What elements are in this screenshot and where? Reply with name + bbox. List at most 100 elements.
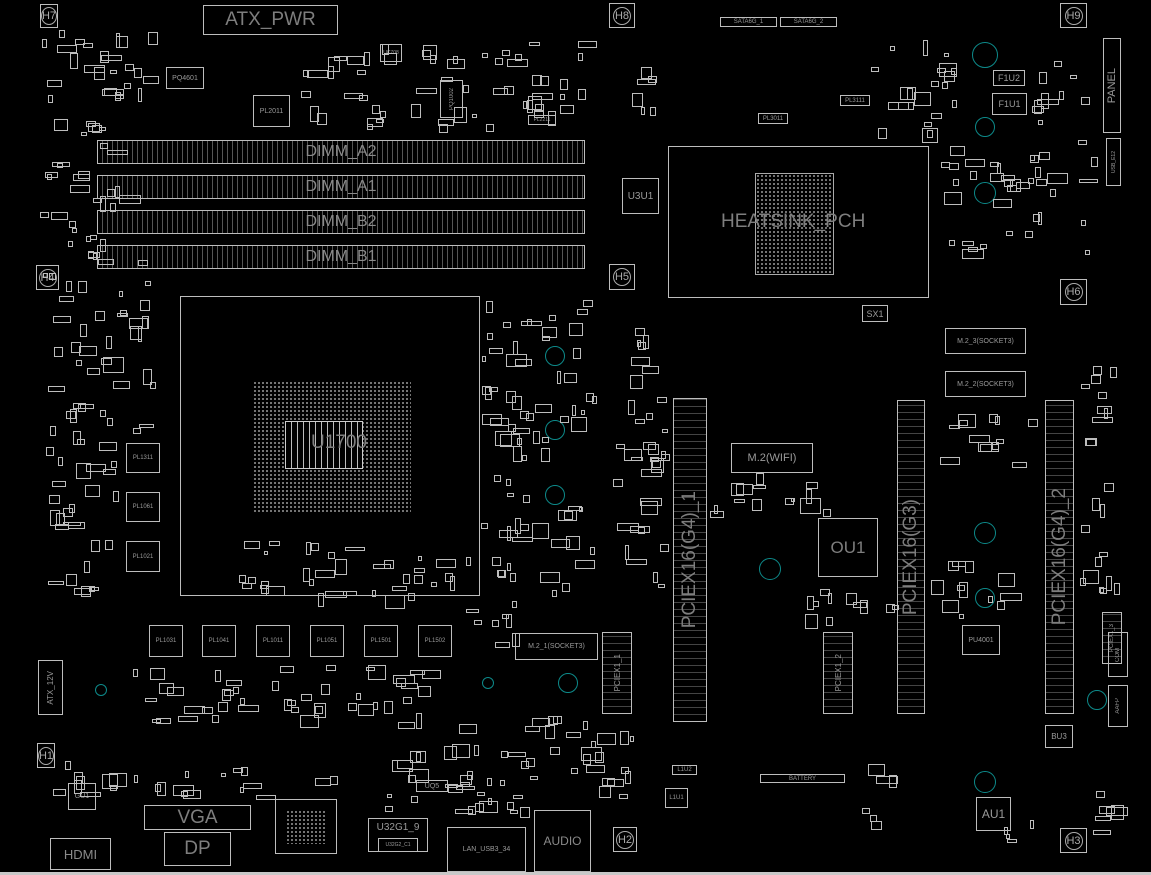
dimm-slot-b1[interactable]: DIMM_B1 [97, 245, 585, 269]
pl1041-choke[interactable]: PL1041 [202, 625, 236, 657]
pl2011-choke[interactable]: PL2011 [253, 95, 290, 127]
smd-part [1080, 525, 1090, 534]
au1-audio-codec[interactable]: AU1 [976, 797, 1011, 831]
pciex1-2-slot[interactable]: PCIEX1_2 [823, 632, 853, 714]
smd-part [938, 62, 958, 77]
smd-part [541, 436, 549, 444]
l1u1-chip[interactable]: L1U1 [665, 788, 688, 808]
smd-part [80, 791, 102, 797]
smd-part [548, 314, 557, 322]
smd-part [166, 687, 185, 696]
mounting-hole-h1[interactable]: H1 [37, 743, 55, 768]
smd-part [907, 87, 913, 101]
usb-stack-connector[interactable] [275, 799, 337, 854]
pl1011-choke[interactable]: PL1011 [256, 625, 290, 657]
pl3111-label: PL3111 [845, 97, 865, 104]
sata6g-2-connector[interactable]: SATA6G_2 [780, 17, 837, 27]
sx1-crystal[interactable]: SX1 [862, 305, 888, 322]
com-header[interactable]: COM [1108, 632, 1128, 677]
smd-part [649, 456, 659, 462]
pq1002-mosfet[interactable]: PQ1002 [440, 80, 463, 118]
lan-usb-connector[interactable]: LAN_USB3_34 [447, 827, 526, 872]
smd-part [452, 744, 470, 759]
pl1031-choke[interactable]: PL1031 [149, 625, 183, 657]
smd-part [314, 777, 332, 786]
pciex16-g4-1-slot[interactable]: PCIEX16(G4)_1 [673, 398, 707, 722]
aafp-header[interactable]: AAFP [1108, 685, 1128, 727]
pciex1-3-header[interactable]: PCIEX1_3 [1102, 612, 1122, 664]
dimm-slot-a1[interactable]: DIMM_A1 [97, 175, 585, 199]
audio-connector[interactable]: AUDIO [534, 810, 591, 872]
f1u1-fuse[interactable]: F1U1 [992, 93, 1027, 115]
smd-part [184, 706, 206, 714]
dimm-slot-a2[interactable]: DIMM_A2 [97, 140, 585, 164]
vga-connector[interactable]: VGA [144, 805, 251, 830]
usb-e12-header[interactable]: USB_E12 [1106, 138, 1121, 186]
f1u2-fuse[interactable]: F1U2 [993, 70, 1025, 86]
smd-part [1106, 807, 1128, 817]
smd-part [630, 736, 635, 743]
smd-part [397, 721, 416, 729]
smd-part [923, 40, 929, 56]
sata6g-1-connector[interactable]: SATA6G_1 [720, 17, 777, 27]
pl3011-choke[interactable]: PL3011 [758, 113, 788, 124]
l1u2-chip[interactable]: L1U2 [672, 765, 697, 775]
bu3-chip[interactable]: BU3 [1045, 725, 1073, 748]
pciex16-g4-2-slot[interactable]: PCIEX16(G4)_2 [1045, 400, 1074, 714]
atx-power-connector[interactable]: ATX_PWR [203, 5, 338, 35]
dimm-slot-b2[interactable]: DIMM_B2 [97, 210, 585, 234]
smd-part [583, 300, 593, 307]
mounting-hole-h8[interactable]: H8 [609, 3, 635, 28]
smd-part [103, 87, 117, 97]
mounting-hole-h2[interactable]: H2 [613, 827, 637, 852]
panel-label: PANEL [1106, 67, 1118, 104]
cpu-socket[interactable]: U1700 [180, 296, 480, 596]
smd-part [75, 359, 82, 367]
mounting-hole-h9[interactable]: H9 [1060, 3, 1087, 28]
mounting-hole-h5[interactable]: H5 [609, 264, 635, 290]
u32g1-9-label: U32G1_9 [376, 822, 420, 833]
battery-holder[interactable]: BATTERY [760, 774, 845, 783]
pl1501-choke[interactable]: PL1501 [364, 625, 398, 657]
u3u1-chip[interactable]: U3U1 [622, 178, 659, 214]
m2-2-socket[interactable]: M.2_2(SOCKET3) [945, 371, 1026, 397]
m2-3-socket[interactable]: M.2_3(SOCKET3) [945, 328, 1026, 354]
smd-part [99, 239, 107, 253]
mounting-hole-h6[interactable]: H6 [1060, 279, 1087, 305]
smd-part [990, 173, 1005, 183]
pl1061-label: PL1061 [132, 504, 154, 510]
smd-part [335, 558, 347, 575]
pl1502-choke[interactable]: PL1502 [418, 625, 452, 657]
au1-label: AU1 [981, 807, 1006, 821]
pl1051-choke[interactable]: PL1051 [310, 625, 344, 657]
pciex1-1-slot[interactable]: PCIEX1_1 [602, 632, 632, 714]
m2-wifi-slot[interactable]: M.2(WIFI) [731, 443, 813, 473]
heatsink-pch[interactable]: HEATSINK_PCH [668, 146, 929, 298]
u32g2-c1-connector[interactable]: U32G2_C1 [378, 838, 418, 852]
mounting-hole-h7[interactable]: H7 [40, 4, 58, 28]
pl1311-choke[interactable]: PL1311 [126, 443, 160, 473]
mounting-hole-h3[interactable]: H3 [1060, 828, 1087, 853]
smd-part [525, 726, 540, 733]
smd-part [949, 239, 956, 247]
smd-part [626, 559, 647, 565]
panel-header[interactable]: PANEL [1103, 38, 1121, 133]
pl1061-choke[interactable]: PL1061 [126, 492, 160, 522]
uq5-chip[interactable]: UQ5 [416, 780, 448, 792]
status-bar [0, 872, 1151, 875]
pciex16-g3-slot[interactable]: PCIEX16(G3) [897, 400, 925, 714]
dp-connector[interactable]: DP [164, 832, 231, 866]
pq4601-mosfet[interactable]: PQ4601 [166, 67, 204, 89]
atx-12v-connector[interactable]: ATX_12V [38, 660, 63, 715]
pu4001-chip[interactable]: PU4001 [962, 625, 1000, 655]
smd-part [527, 319, 533, 327]
smd-part [641, 107, 646, 116]
hdmi-connector[interactable]: HDMI [50, 838, 111, 870]
via-ring [974, 522, 996, 544]
via-ring [972, 42, 998, 68]
pl1021-choke[interactable]: PL1021 [126, 541, 160, 572]
m2-1-socket[interactable]: M.2_1(SOCKET3) [515, 633, 598, 660]
ou1-chip[interactable]: OU1 [818, 518, 878, 577]
pl3111-choke[interactable]: PL3111 [840, 95, 870, 106]
